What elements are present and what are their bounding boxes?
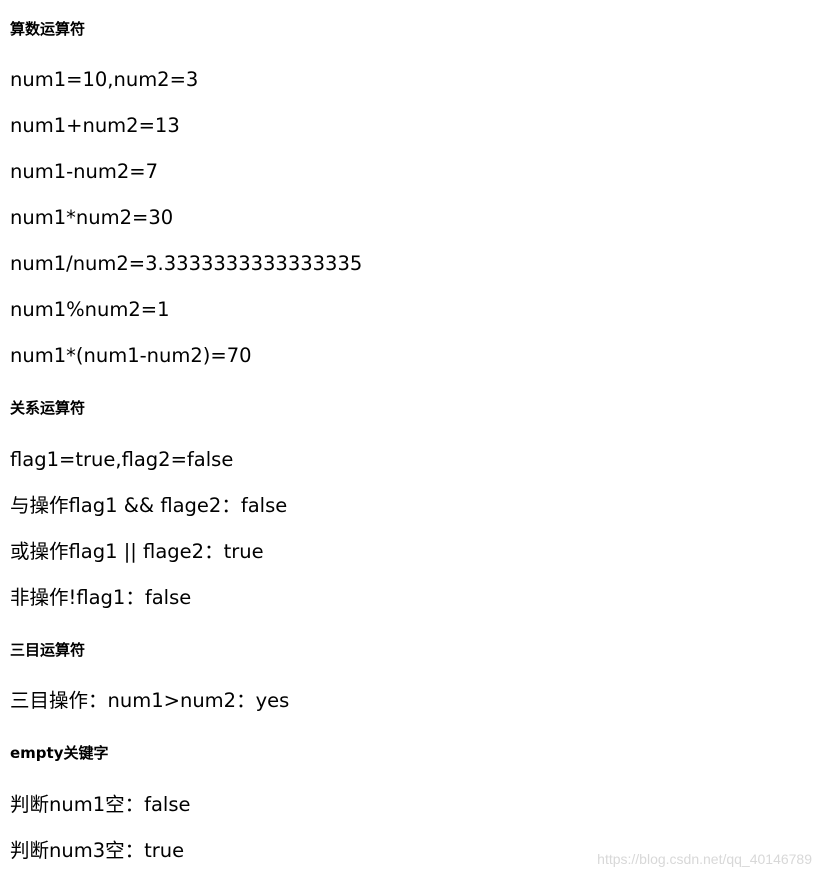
arith-line-7: num1*(num1-num2)=70 [10, 344, 252, 367]
relational-line-4: 非操作!flag1：false [10, 586, 192, 609]
relational-line-2: 与操作flag1 && flage2：false [10, 494, 288, 517]
arith-line-6: num1%num2=1 [10, 298, 170, 321]
watermark-url: https://blog.csdn.net/qq_40146789 [597, 851, 812, 867]
arith-line-2: num1+num2=13 [10, 114, 180, 137]
arith-line-5: num1/num2=3.3333333333333335 [10, 252, 363, 275]
arith-line-1: num1=10,num2=3 [10, 68, 199, 91]
ternary-line-1: 三目操作：num1>num2：yes [10, 689, 290, 712]
empty-line-2: 判断num3空：true [10, 839, 185, 862]
section-title-arith: 算数运算符 [10, 20, 86, 38]
arith-line-3: num1-num2=7 [10, 160, 159, 183]
section-title-empty: empty关键字 [10, 744, 109, 762]
section-title-ternary: 三目运算符 [10, 641, 86, 659]
relational-line-3: 或操作flag1 || flage2：true [10, 540, 264, 563]
arith-line-4: num1*num2=30 [10, 206, 174, 229]
relational-line-1: flag1=true,flag2=false [10, 448, 234, 471]
section-title-relational: 关系运算符 [10, 399, 86, 417]
empty-line-1: 判断num1空：false [10, 793, 191, 816]
